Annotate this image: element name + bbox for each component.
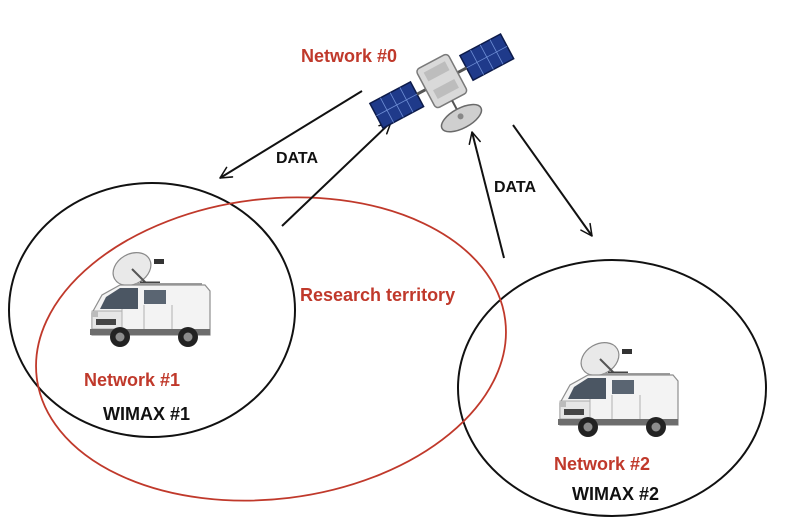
data-arrow-to-network-2 [512, 124, 593, 237]
network-1-coverage-circle [8, 182, 296, 438]
network-0-label: Network #0 [301, 46, 397, 66]
satellite-icon [368, 32, 515, 133]
wimax-1-label: WIMAX #1 [103, 404, 190, 424]
network-1-broadcast-van-icon [88, 244, 212, 349]
network-2-coverage-circle [457, 259, 767, 517]
data-label-left: DATA [276, 150, 319, 167]
data-label-right: DATA [494, 179, 537, 196]
data-arrow-to-network-1 [219, 90, 363, 179]
wimax-2-label: WIMAX #2 [572, 484, 659, 504]
research-territory-label: Research territory [300, 285, 455, 305]
network-2-broadcast-van-icon [556, 334, 680, 439]
data-arrow-from-network-1 [281, 121, 392, 227]
network-2-label: Network #2 [554, 454, 650, 474]
research-territory-ellipse [35, 196, 507, 502]
network-1-label: Network #1 [84, 370, 180, 390]
data-arrow-from-network-2 [468, 131, 505, 259]
